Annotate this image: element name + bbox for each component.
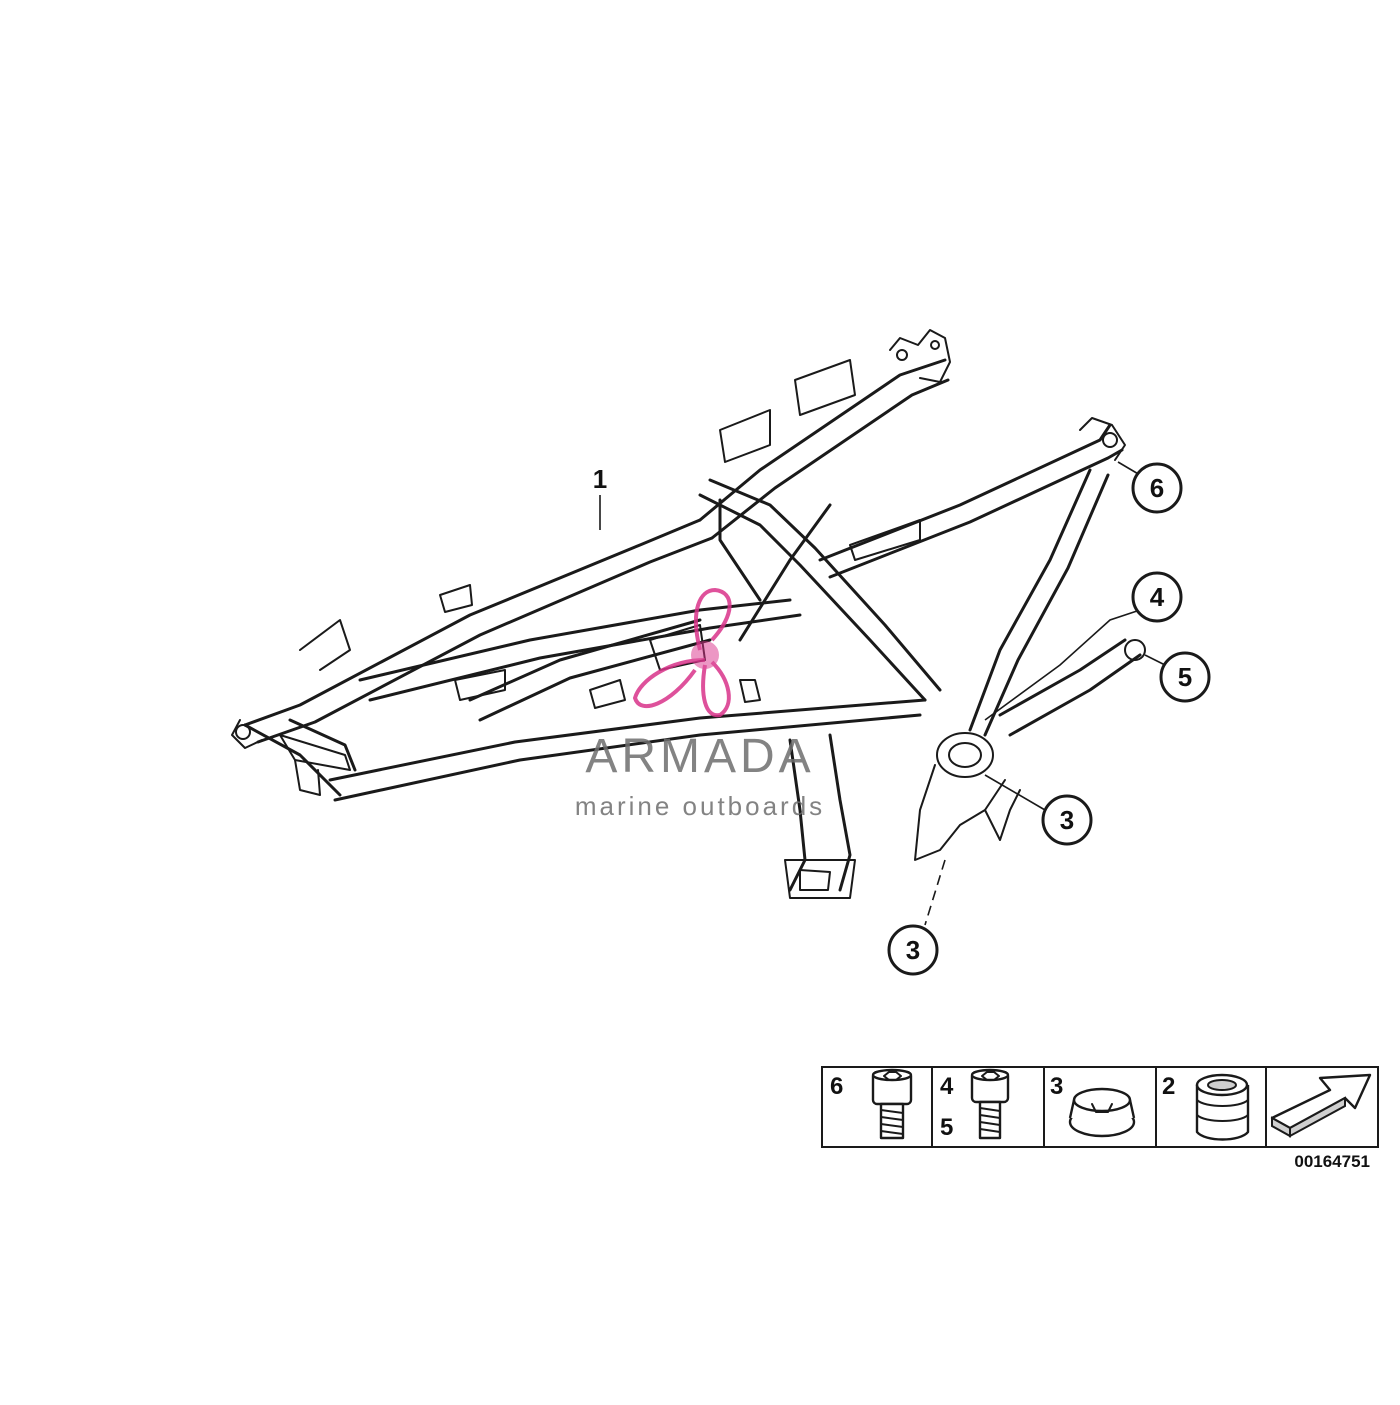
- callout-4-label: 4: [1150, 582, 1165, 612]
- arrow-icon: [1270, 1073, 1372, 1138]
- watermark: ARMADA marine outboards: [575, 587, 825, 821]
- legend-cell-2[interactable]: 2: [1162, 1073, 1250, 1141]
- watermark-subtitle: marine outboards: [575, 791, 825, 821]
- bolt-icon: [970, 1068, 1010, 1140]
- legend-label-6: 6: [830, 1073, 843, 1100]
- callout-3-side[interactable]: 3: [984, 774, 1093, 846]
- callout-1-label: 1: [593, 464, 607, 494]
- cover-cap-icon: [1068, 1087, 1136, 1138]
- legend-cell-3[interactable]: 3: [1050, 1073, 1136, 1138]
- parts-legend: 6 4 5 3: [821, 1066, 1379, 1171]
- callout-6-label: 6: [1150, 473, 1164, 503]
- legend-label-5: 5: [940, 1114, 953, 1141]
- legend-cell-4-5[interactable]: 4 5: [940, 1068, 1010, 1141]
- callout-6[interactable]: 6: [1117, 461, 1183, 514]
- callout-3-bottom[interactable]: 3: [887, 859, 946, 976]
- grommet-icon: [1195, 1073, 1250, 1141]
- legend-cell-6[interactable]: 6: [830, 1068, 913, 1140]
- legend-label-2: 2: [1162, 1073, 1175, 1100]
- callout-3-bottom-label: 3: [906, 935, 920, 965]
- rear-frame-drawing: [231, 329, 1146, 899]
- propeller-logo-icon: [632, 587, 732, 718]
- legend-label-3: 3: [1050, 1073, 1063, 1100]
- callout-5-label: 5: [1178, 662, 1192, 692]
- callout-4[interactable]: 4: [984, 571, 1183, 721]
- legend-label-4: 4: [940, 1073, 954, 1100]
- legend-cell-arrow[interactable]: [1270, 1073, 1372, 1138]
- callout-3-side-label: 3: [1060, 805, 1074, 835]
- bolt-icon: [871, 1068, 913, 1140]
- callout-5[interactable]: 5: [1144, 651, 1211, 703]
- diagram-number: 00164751: [1294, 1152, 1370, 1171]
- watermark-title: ARMADA: [585, 730, 814, 783]
- callout-1[interactable]: 1: [593, 464, 607, 530]
